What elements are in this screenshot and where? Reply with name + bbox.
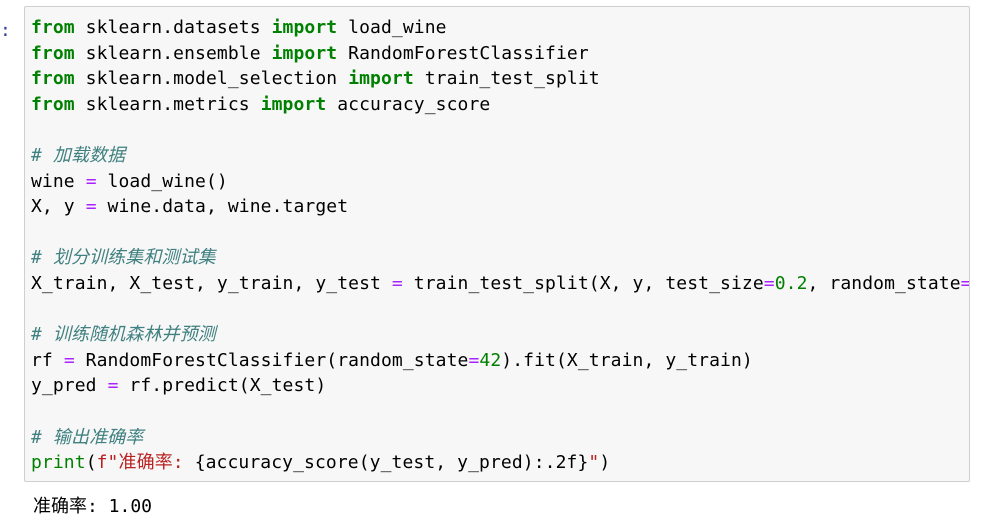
code-token: accuracy_score: [326, 93, 491, 115]
code-token: wine: [31, 170, 86, 192]
code-line: [31, 220, 969, 246]
code-token: wine.data, wine.target: [96, 196, 349, 218]
code-line: rf = RandomForestClassifier(random_state…: [31, 348, 969, 374]
code-line: # 训练随机森林并预测: [31, 322, 969, 348]
code-token: , random_state: [807, 272, 961, 294]
code-token: import: [348, 68, 414, 90]
code-line: from sklearn.datasets import load_wine: [31, 15, 969, 41]
code-line: from sklearn.metrics import accuracy_sco…: [31, 92, 969, 118]
code-line: [31, 297, 969, 323]
code-line: [31, 399, 969, 425]
code-line: # 输出准确率: [31, 425, 969, 451]
code-token: import: [271, 17, 338, 38]
code-token: =: [63, 349, 75, 371]
code-token: RandomForestClassifier: [337, 42, 589, 64]
code-line: wine = load_wine(): [31, 169, 969, 195]
cell-prompt: :: [0, 20, 11, 41]
code-line: from sklearn.ensemble import RandomFores…: [31, 41, 969, 67]
code-token: sklearn.datasets: [74, 17, 272, 38]
code-token: X, y: [31, 196, 86, 218]
code-token: ): [599, 452, 611, 474]
code-token: # 划分训练集和测试集: [31, 247, 216, 269]
code-token: import: [260, 93, 327, 115]
code-token: load_wine(): [96, 170, 228, 192]
code-token: rf.predict(X_test): [118, 375, 327, 397]
code-token: (: [85, 452, 97, 474]
code-token: train_test_split: [413, 68, 600, 90]
code-token: sklearn.metrics: [74, 93, 261, 115]
code-token: X_train, X_test, y_train, y_test: [31, 272, 392, 294]
code-line: from sklearn.model_selection import trai…: [31, 66, 969, 92]
code-token: ).fit(X_train, y_train): [501, 349, 753, 371]
code-token: sklearn.model_selection: [74, 68, 349, 90]
code-line: y_pred = rf.predict(X_test): [31, 373, 969, 399]
cell-output: 准确率: 1.00: [33, 496, 153, 517]
code-token: from: [31, 42, 75, 64]
code-token: train_test_split(X, y, test_size: [402, 272, 764, 294]
code-token: 0.2: [774, 272, 808, 294]
code-token: print: [31, 452, 86, 474]
code-token: rf: [31, 349, 64, 371]
code-token: # 加载数据: [31, 144, 126, 166]
code-line: print(f"准确率: {accuracy_score(y_test, y_p…: [31, 450, 969, 476]
code-line: # 划分训练集和测试集: [31, 245, 969, 271]
code-token: from: [31, 93, 75, 115]
code-token: =: [763, 272, 775, 294]
code-token: sklearn.ensemble: [74, 42, 272, 64]
code-line: X, y = wine.data, wine.target: [31, 194, 969, 220]
code-line: # 加载数据: [31, 143, 969, 169]
code-token: RandomForestClassifier(random_state: [74, 349, 469, 371]
code-token: 42: [479, 349, 502, 371]
code-token: =: [468, 349, 480, 371]
code-token: =: [391, 272, 403, 294]
code-line: [31, 117, 969, 143]
code-token: # 输出准确率: [31, 426, 144, 448]
code-token: ": [588, 452, 600, 474]
code-token: y_pred: [31, 375, 108, 397]
code-token: from: [31, 17, 75, 38]
code-token: load_wine: [337, 17, 447, 38]
code-token: =: [85, 170, 97, 192]
code-token: from: [31, 68, 75, 90]
code-token: =: [107, 375, 119, 397]
code-token: =: [961, 273, 969, 294]
code-line: X_train, X_test, y_train, y_test = train…: [31, 271, 969, 297]
code-token: f"准确率:: [96, 452, 195, 474]
code-token: # 训练随机森林并预测: [31, 324, 216, 346]
code-token: {accuracy_score(y_test, y_pred):.2f}: [194, 452, 589, 474]
code-token: import: [271, 42, 338, 64]
code-token: =: [85, 196, 97, 218]
